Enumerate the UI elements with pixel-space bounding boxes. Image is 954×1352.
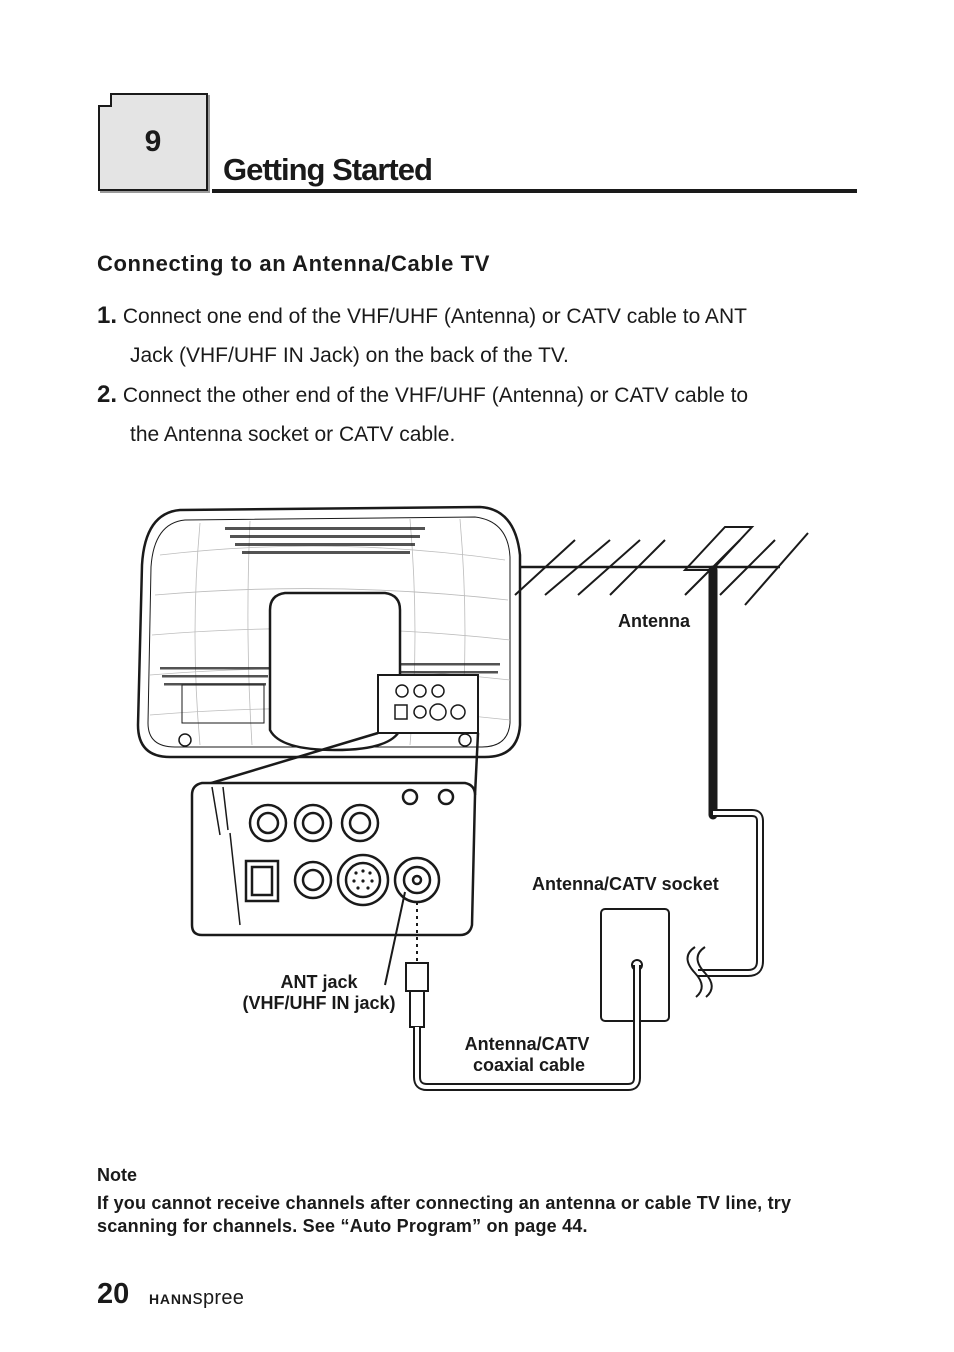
page-title: Getting Started	[223, 152, 433, 187]
antenna-illustration	[514, 526, 809, 998]
label-coaxial-cable-sub: coaxial cable	[473, 1055, 585, 1075]
ant-jack-leader-line	[384, 891, 406, 986]
brand-logo: HANNspree	[149, 1287, 244, 1310]
brand-bold: HANN	[149, 1291, 193, 1307]
section-heading: Connecting to an Antenna/Cable TV	[97, 251, 490, 276]
chapter-tab: 9	[98, 93, 208, 191]
step-1-number: 1.	[97, 302, 118, 329]
step-2-line-2: the Antenna socket or CATV cable.	[130, 423, 456, 446]
step-1: 1. Connect one end of the VHF/UHF (Anten…	[97, 296, 857, 375]
jack-panel-closeup	[190, 781, 477, 937]
step-2: 2. Connect the other end of the VHF/UHF …	[97, 375, 857, 454]
coaxial-cable-illustration	[405, 902, 641, 1091]
label-antenna: Antenna	[618, 611, 691, 631]
brand-light: spree	[192, 1287, 245, 1309]
note-text: If you cannot receive channels after con…	[97, 1193, 792, 1236]
chapter-tab-notch	[98, 93, 112, 107]
step-2-number: 2.	[97, 381, 118, 408]
title-rule	[212, 189, 857, 193]
page-number: 20	[97, 1278, 130, 1310]
note-label: Note	[97, 1165, 137, 1185]
step-1-line-2: Jack (VHF/UHF IN Jack) on the back of th…	[130, 344, 569, 367]
label-ant-jack: ANT jack	[280, 972, 358, 992]
step-1-line-1: Connect one end of the VHF/UHF (Antenna)…	[122, 305, 747, 328]
zoom-lines	[197, 731, 480, 796]
label-ant-jack-sub: (VHF/UHF IN jack)	[242, 993, 395, 1013]
tv-back-illustration	[136, 505, 522, 759]
label-antenna-socket: Antenna/CATV socket	[532, 874, 719, 894]
connection-diagram: Antenna Antenna/CATV socket ANT jack (VH…	[136, 505, 809, 1091]
label-coaxial-cable: Antenna/CATV	[465, 1034, 590, 1054]
step-2-line-1: Connect the other end of the VHF/UHF (An…	[122, 384, 749, 407]
chapter-number: 9	[144, 125, 162, 158]
